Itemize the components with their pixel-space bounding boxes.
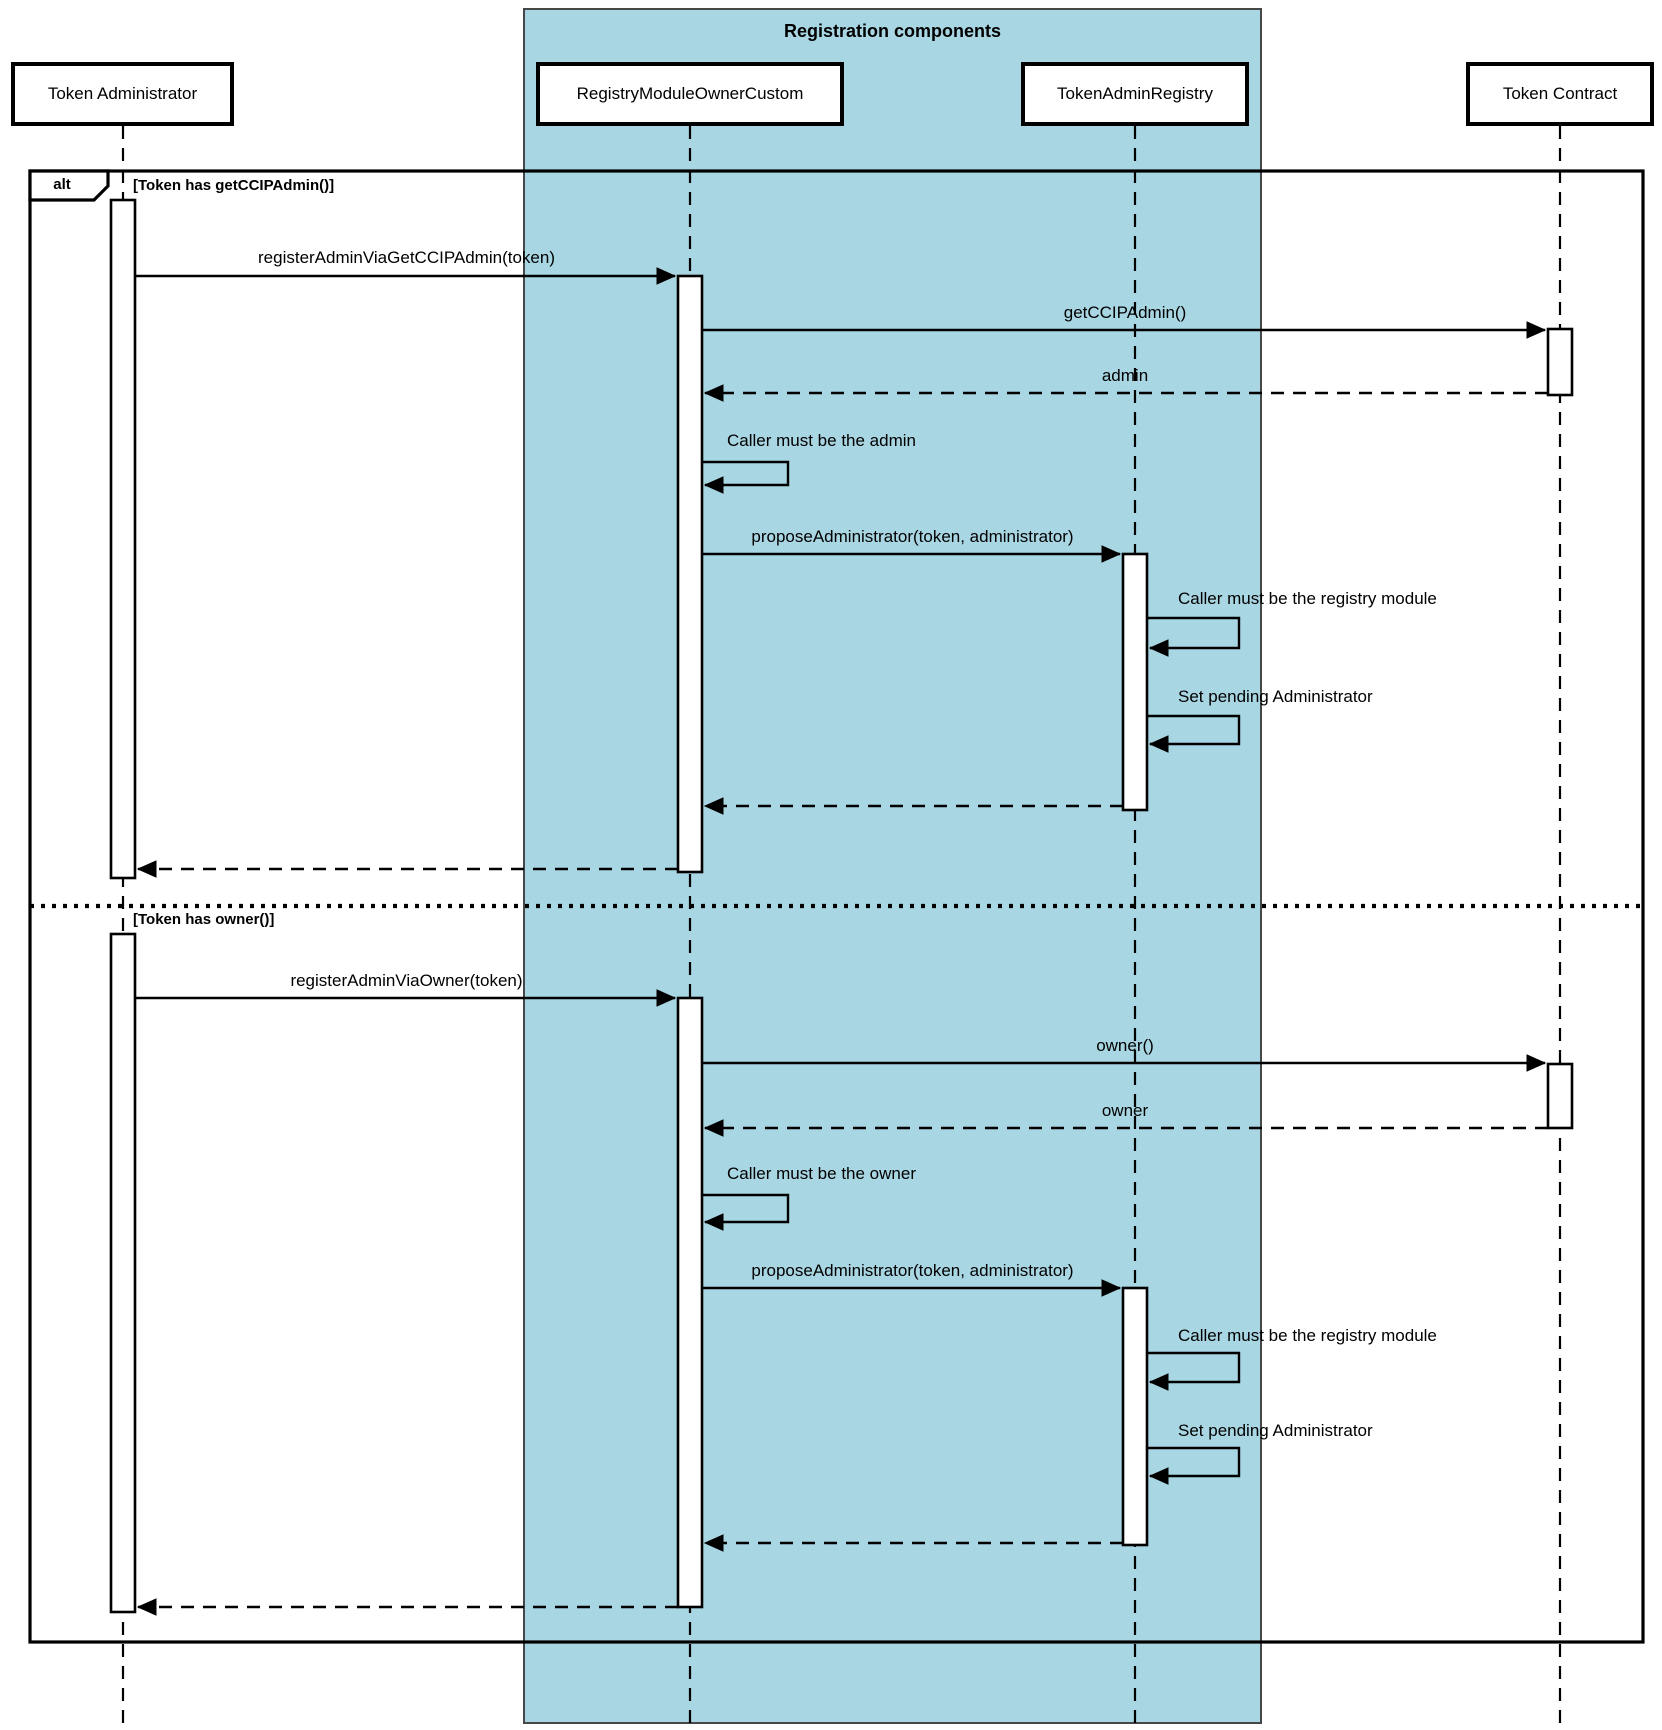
participant-token-contract: Token Contract <box>1466 62 1654 126</box>
participant-label: Token Contract <box>1502 84 1618 103</box>
self-message-arrow-caller-must-be-registry-1 <box>1147 616 1241 657</box>
alt-operator-badge <box>28 169 110 202</box>
message-label-caller-must-be-admin: Caller must be the admin <box>727 431 916 450</box>
container-title: Registration components <box>783 21 1002 41</box>
activation-token-contract-2 <box>1546 1062 1574 1130</box>
activation-registry-module-2 <box>676 996 704 1609</box>
activation-token-administrator-2 <box>109 932 137 1614</box>
activation-registry-module-1 <box>676 274 704 874</box>
self-message-arrow-set-pending-administrator-2 <box>1147 1446 1241 1485</box>
message-label-propose-administrator-2: proposeAdministrator(token, administrato… <box>751 1261 1074 1280</box>
message-label-register-admin-via-get-ccip-admin: registerAdminViaGetCCIPAdmin(token) <box>258 248 555 267</box>
self-message-arrow-caller-must-be-admin <box>702 460 790 494</box>
message-label-caller-must-be-owner: Caller must be the owner <box>727 1164 916 1183</box>
self-message-arrow-caller-must-be-owner <box>702 1193 790 1231</box>
activation-token-admin-registry-1 <box>1121 552 1149 812</box>
activation-token-admin-registry-2 <box>1121 1286 1149 1547</box>
message-label-get-ccip-admin: getCCIPAdmin() <box>1063 303 1187 322</box>
message-label-set-pending-administrator-2: Set pending Administrator <box>1178 1421 1373 1440</box>
participant-token-administrator: Token Administrator <box>11 62 234 126</box>
message-label-propose-administrator-1: proposeAdministrator(token, administrato… <box>751 527 1074 546</box>
message-label-set-pending-administrator-1: Set pending Administrator <box>1178 687 1373 706</box>
message-label-register-admin-via-owner: registerAdminViaOwner(token) <box>290 971 523 990</box>
participant-token-admin-registry: TokenAdminRegistry <box>1021 62 1249 126</box>
message-label-caller-must-be-registry-1: Caller must be the registry module <box>1178 589 1437 608</box>
message-label-return-owner: owner <box>1101 1101 1149 1120</box>
participant-registry-module-owner-custom: RegistryModuleOwnerCustom <box>536 62 844 126</box>
activation-token-contract-1 <box>1546 327 1574 397</box>
message-label-return-admin: admin <box>1101 366 1149 385</box>
participant-label: TokenAdminRegistry <box>1057 84 1213 103</box>
message-label-caller-must-be-registry-2: Caller must be the registry module <box>1178 1326 1437 1345</box>
activation-token-administrator-1 <box>109 198 137 880</box>
participant-label: Token Administrator <box>47 84 198 103</box>
alt-guard-1: [Token has getCCIPAdmin()] <box>133 177 335 194</box>
alt-guard-2: [Token has owner()] <box>133 911 275 928</box>
message-label-owner-call: owner() <box>1096 1036 1154 1055</box>
self-message-arrow-caller-must-be-registry-2 <box>1147 1351 1241 1391</box>
alt-operator-label: alt <box>53 176 71 193</box>
participant-label: RegistryModuleOwnerCustom <box>576 84 804 103</box>
self-message-arrow-set-pending-administrator-1 <box>1147 714 1241 753</box>
